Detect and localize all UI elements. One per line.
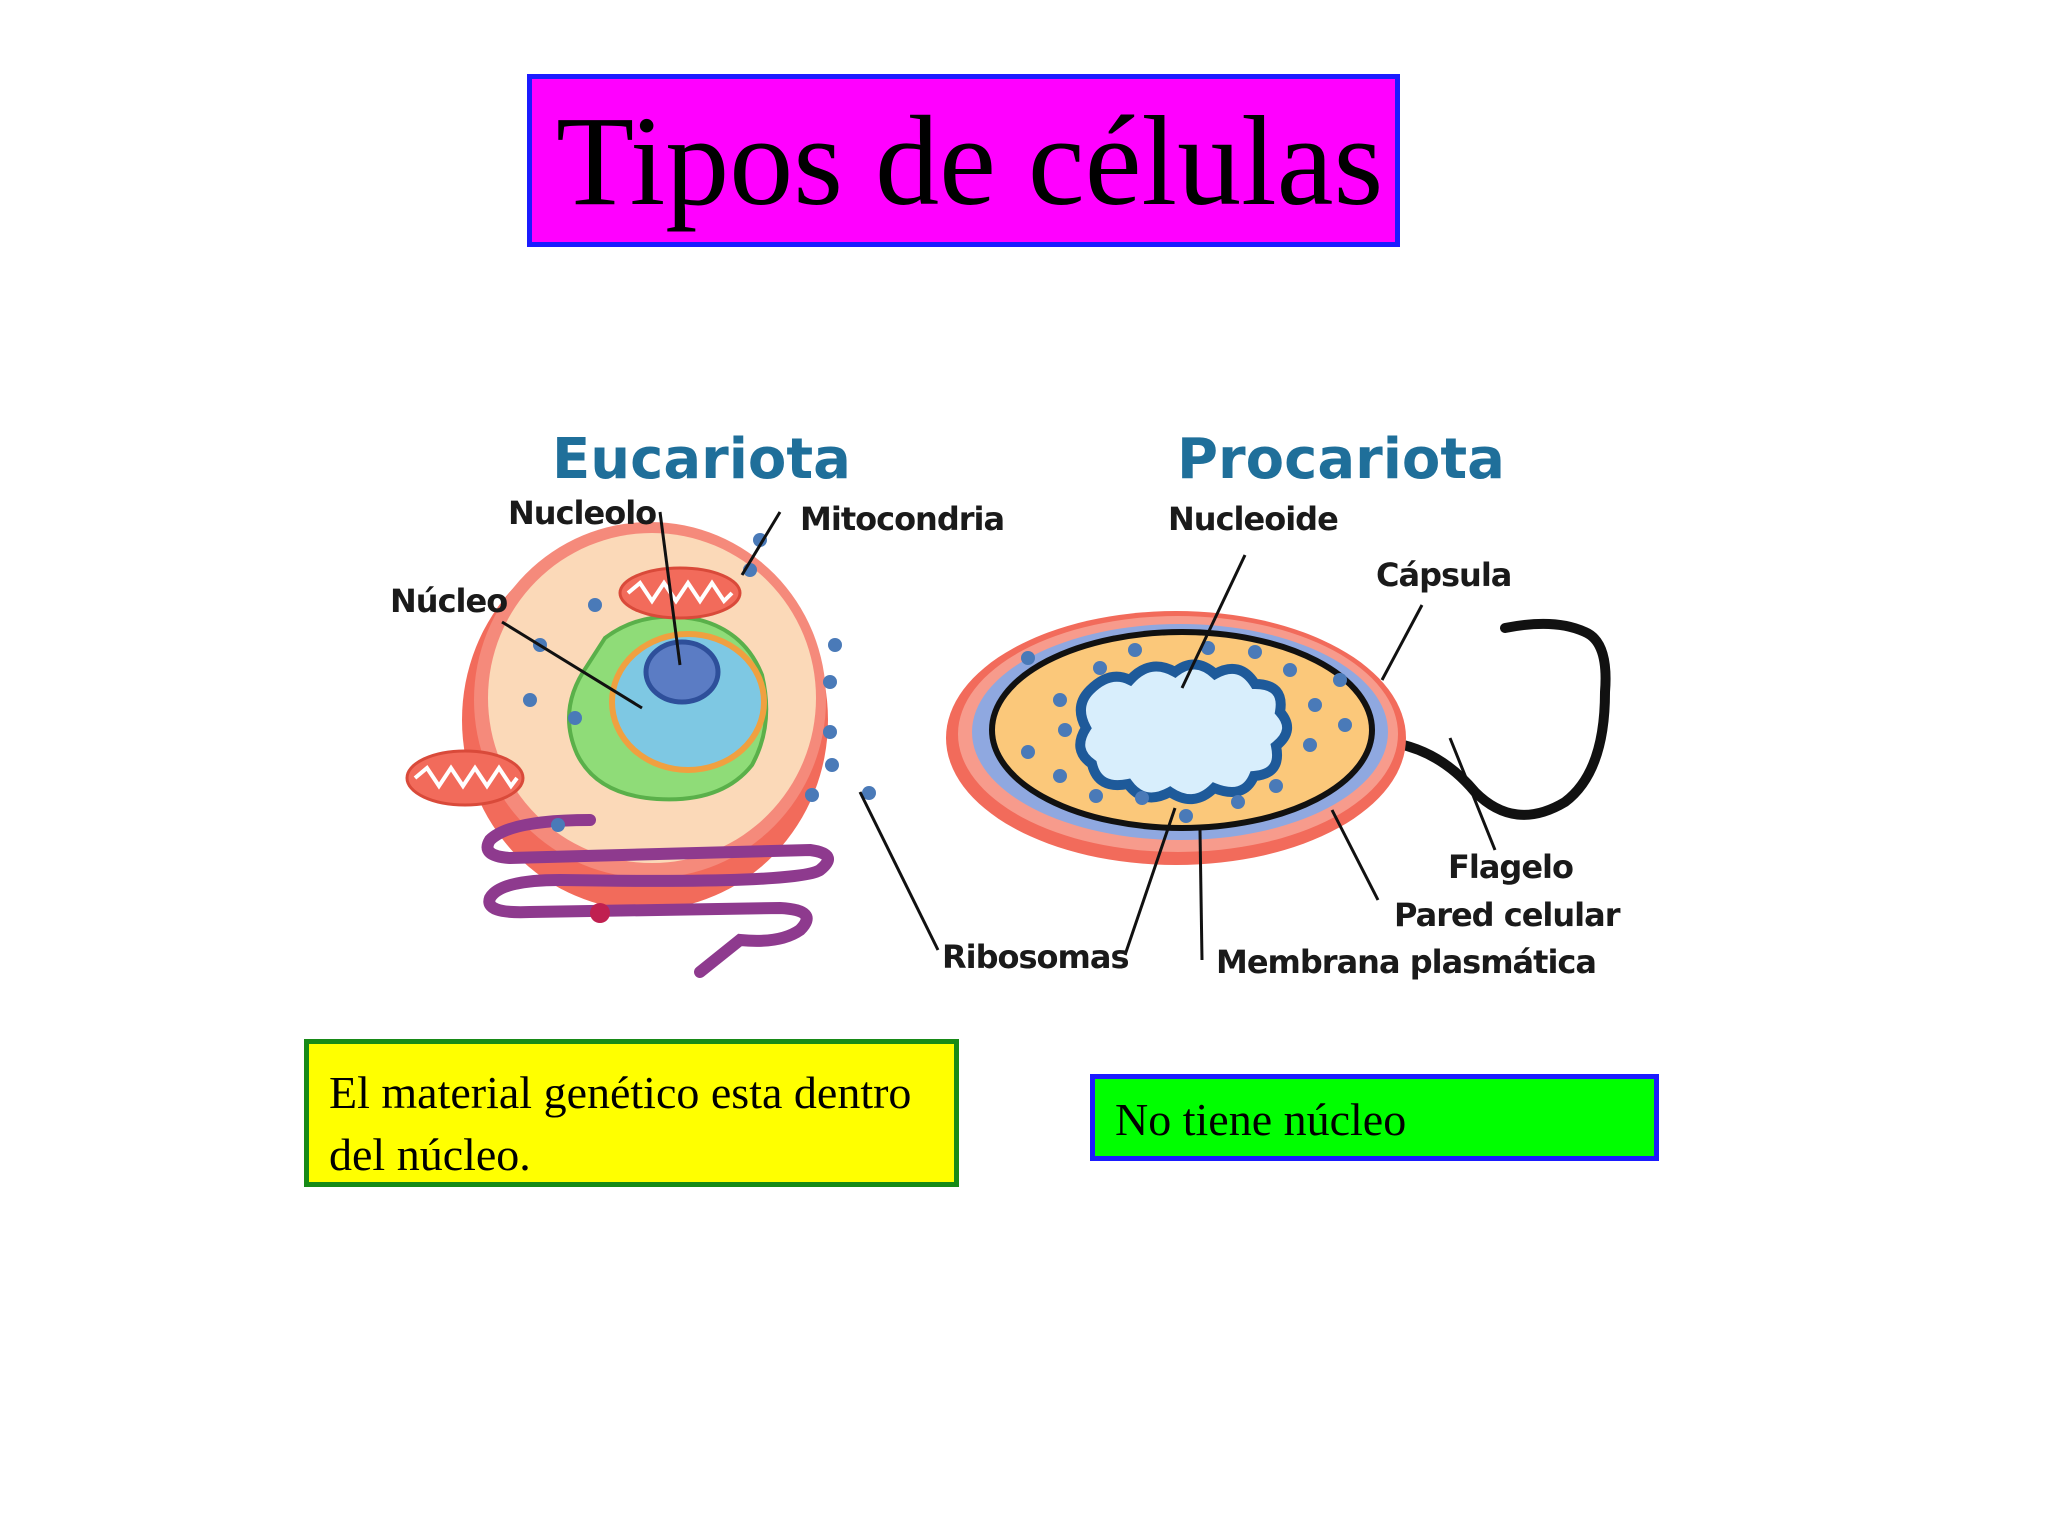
- title-box: Tipos de células: [527, 74, 1400, 247]
- prokaryote-caption-text: No tiene núcleo: [1115, 1094, 1407, 1145]
- flagellum: [1340, 618, 1611, 820]
- label-flagellum: Flagelo: [1448, 848, 1573, 886]
- leader-lines: [501, 511, 1497, 961]
- prokaryotic-cell: [946, 611, 1611, 865]
- nucleolus: [643, 639, 721, 705]
- eukaryote-caption-text: El material genético esta dentro del núc…: [329, 1067, 912, 1180]
- cell-diagram-svg: Eucariota Procariota Nucleolo Mitocondri…: [390, 427, 1622, 981]
- eukaryote-heading: Eucariota: [552, 427, 851, 492]
- vesicle: [590, 903, 610, 923]
- label-mitochondria: Mitocondria: [800, 500, 1004, 538]
- label-nucleoid: Nucleoide: [1168, 500, 1338, 538]
- eukaryote-ribosomes: [523, 533, 876, 832]
- mitochondrion-left: [405, 749, 525, 807]
- prokaryote-heading: Procariota: [1177, 427, 1505, 492]
- slide-title: Tipos de células: [556, 89, 1384, 232]
- label-plasma-membrane: Membrana plasmática: [1216, 943, 1596, 981]
- label-capsule: Cápsula: [1376, 556, 1511, 594]
- eukaryotic-cell: [405, 522, 876, 978]
- label-nucleus: Núcleo: [390, 582, 507, 620]
- golgi-apparatus: [481, 814, 834, 978]
- mitochondrion-top: [618, 566, 742, 620]
- label-nucleolus: Nucleolo: [508, 494, 656, 532]
- prokaryote-caption: No tiene núcleo: [1090, 1074, 1659, 1161]
- label-ribosomes: Ribosomas: [942, 938, 1129, 976]
- prokaryote-ribosomes: [1021, 641, 1352, 823]
- nucleoid: [1075, 659, 1292, 804]
- eukaryote-caption: El material genético esta dentro del núc…: [304, 1039, 959, 1187]
- label-cell-wall: Pared celular: [1394, 896, 1621, 934]
- cell-types-diagram: Eucariota Procariota Nucleolo Mitocondri…: [360, 400, 1700, 1000]
